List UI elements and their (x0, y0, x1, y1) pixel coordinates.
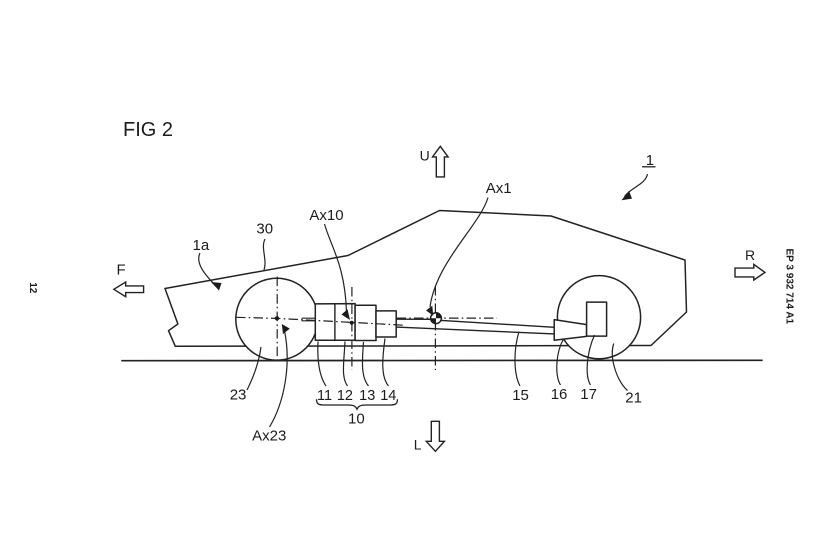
svg-text:14: 14 (380, 388, 396, 404)
svg-text:17: 17 (580, 386, 597, 403)
svg-text:F: F (117, 262, 126, 279)
svg-text:L: L (414, 436, 422, 452)
svg-text:15: 15 (512, 387, 529, 404)
svg-text:21: 21 (625, 390, 642, 407)
svg-text:16: 16 (551, 386, 568, 403)
svg-text:12: 12 (27, 282, 38, 294)
svg-text:Ax23: Ax23 (252, 427, 286, 444)
svg-text:1: 1 (646, 152, 654, 169)
svg-text:Ax10: Ax10 (309, 207, 343, 224)
svg-text:FIG 2: FIG 2 (123, 119, 173, 141)
svg-text:EP 3 932 714 A1: EP 3 932 714 A1 (784, 248, 795, 324)
svg-text:23: 23 (230, 387, 247, 404)
svg-text:30: 30 (256, 221, 273, 238)
svg-text:13: 13 (359, 388, 375, 404)
svg-text:10: 10 (348, 411, 365, 428)
svg-text:Ax1: Ax1 (486, 180, 512, 197)
svg-text:11: 11 (317, 388, 332, 404)
svg-text:1a: 1a (193, 237, 210, 254)
svg-text:12: 12 (337, 388, 353, 404)
svg-text:U: U (420, 148, 430, 164)
svg-text:R: R (745, 247, 755, 263)
